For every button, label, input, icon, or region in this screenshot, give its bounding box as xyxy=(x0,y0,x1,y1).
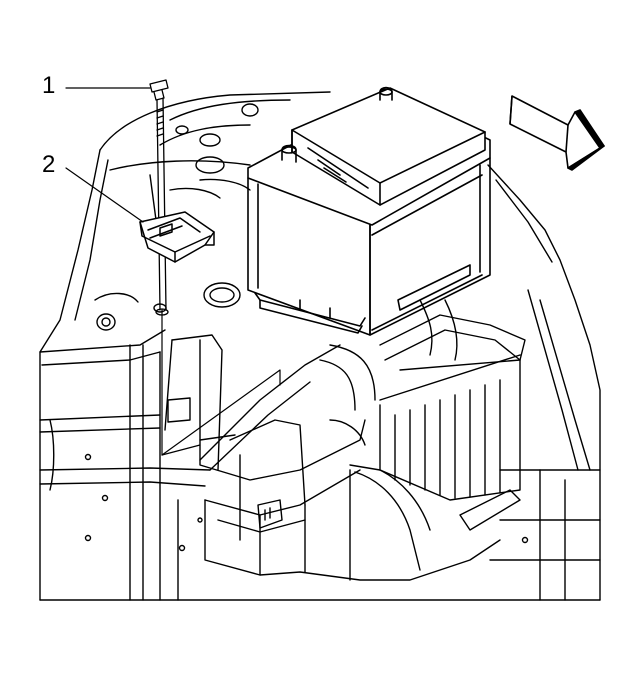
cutaway-plane xyxy=(162,370,280,455)
callout-2-label: 2 xyxy=(42,151,56,178)
leader-lines xyxy=(66,88,150,222)
retainer-bolt xyxy=(150,80,168,455)
forward-direction-arrow-icon xyxy=(510,96,604,170)
battery xyxy=(248,88,490,336)
body-structure xyxy=(40,92,600,600)
battery-tray xyxy=(165,300,525,580)
callout-1-label: 1 xyxy=(42,72,56,99)
hold-down-clamp xyxy=(140,212,214,262)
